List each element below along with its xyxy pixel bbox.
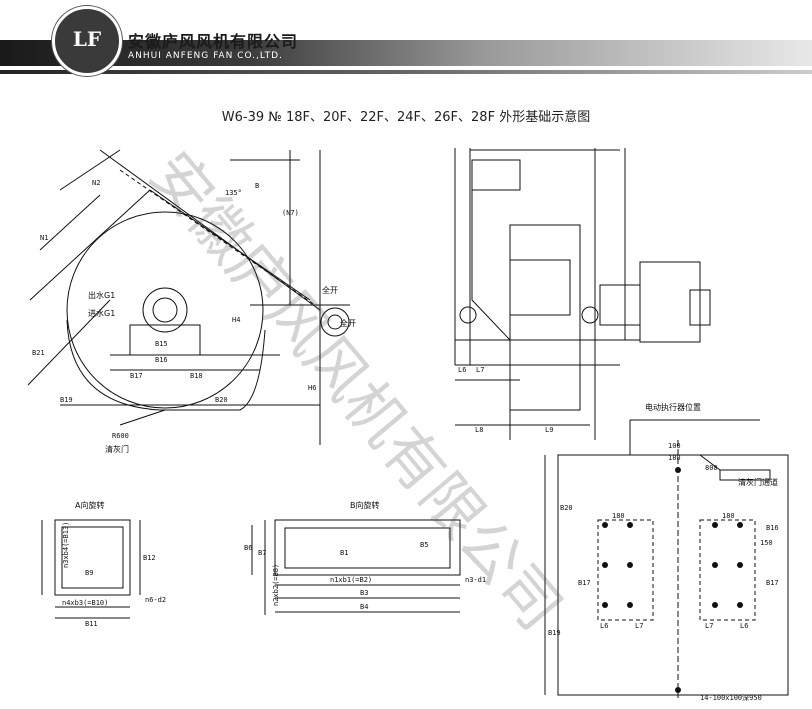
company-logo: LF <box>52 6 122 76</box>
label-r600: R600 <box>112 432 129 440</box>
label-ash-passage: 清灰门通道 <box>738 477 778 487</box>
label-l8: L8 <box>475 426 483 434</box>
label-180-c: 180 <box>668 454 681 462</box>
label-b3: B3 <box>360 589 368 597</box>
label-n2: N2 <box>92 179 100 187</box>
label-b-left: n2xb2(=B8) <box>272 564 280 606</box>
label-l9: L9 <box>545 426 553 434</box>
label-b20: B20 <box>215 396 228 404</box>
label-b5: B5 <box>420 541 428 549</box>
company-name-en: ANHUI ANFENG FAN CO.,LTD. <box>128 51 283 61</box>
label-l7-plan-right: L7 <box>705 622 713 630</box>
label-b6: B6 <box>244 544 252 552</box>
label-b9: B9 <box>85 569 93 577</box>
label-h4: H4 <box>232 316 240 324</box>
label-view-b: B向旋转 <box>350 500 380 510</box>
label-b19: B19 <box>60 396 73 404</box>
label-open-full-2: 全开 <box>340 318 356 328</box>
label-180-b: 180 <box>722 512 735 520</box>
engineering-drawing: 135° B N2 N1 (N7) B21 出水G1 进水G1 全开 全开 B1… <box>27 148 789 702</box>
company-name-cn: 安徽庐风风机有限公司 <box>128 32 299 51</box>
label-b1: B1 <box>340 549 348 557</box>
label-b-bottom: n1xb1(=B2) <box>330 576 372 584</box>
label-b17: B17 <box>130 372 143 380</box>
label-n3d1: n3-d1 <box>465 576 486 584</box>
label-b16-plan: B16 <box>766 524 779 532</box>
label-view-a: A向旋转 <box>75 500 104 510</box>
label-b16: B16 <box>155 356 168 364</box>
label-h6: H6 <box>308 384 316 392</box>
label-angle: 135° <box>225 189 242 197</box>
label-b11: B11 <box>85 620 98 628</box>
logo-text: LF <box>72 27 102 51</box>
label-b20-plan: B20 <box>560 504 573 512</box>
view-b-detail <box>251 519 461 615</box>
label-l6: L6 <box>458 366 466 374</box>
fan-front-view <box>454 148 711 440</box>
foundation-plan <box>544 419 789 700</box>
label-l7: L7 <box>476 366 484 374</box>
label-b18: B18 <box>190 372 203 380</box>
label-inlet-water: 进水G1 <box>88 308 115 318</box>
label-a-left: n3xb4(=B13) <box>62 522 70 568</box>
label-n6d2: n6-d2 <box>145 596 166 604</box>
label-bolt-spec: 14-100x100深950 <box>700 693 762 702</box>
label-n1: N1 <box>40 234 48 242</box>
label-outlet-water: 出水G1 <box>88 290 115 300</box>
label-100: 100 <box>668 442 681 450</box>
fan-side-view <box>27 149 350 445</box>
label-180-a: 180 <box>612 512 625 520</box>
header: LF 安徽庐风风机有限公司 ANHUI ANFENG FAN CO.,LTD. <box>0 0 812 78</box>
label-open-full: 全开 <box>322 285 338 295</box>
label-b7: B7 <box>258 549 266 557</box>
foundation-bolts <box>602 467 743 693</box>
label-l6-plan-right: L6 <box>740 622 748 630</box>
label-n7: (N7) <box>282 209 299 217</box>
drawing-title: W6-39 № 18F、20F、22F、24F、26F、28F 外形基础示意图 <box>221 110 591 125</box>
label-b4: B4 <box>360 603 368 611</box>
label-150: 150 <box>760 539 773 547</box>
view-a-detail <box>41 519 141 619</box>
label-b17-plan-left: B17 <box>578 579 591 587</box>
label-a-bottom: n4xb3(=B10) <box>62 599 108 607</box>
label-b19-plan: B19 <box>548 629 561 637</box>
label-b: B <box>255 182 259 190</box>
label-l7-plan-left: L7 <box>635 622 643 630</box>
header-rule <box>0 70 812 74</box>
label-l6-plan-left: L6 <box>600 622 608 630</box>
label-ash-door: 清灰门 <box>105 444 129 454</box>
label-800: 800 <box>705 464 718 472</box>
label-motor-position: 电动执行器位置 <box>645 402 701 412</box>
label-b17-plan-right: B17 <box>766 579 779 587</box>
label-b21: B21 <box>32 349 45 357</box>
label-b15: B15 <box>155 340 168 348</box>
label-b12: B12 <box>143 554 156 562</box>
header-band <box>0 40 812 66</box>
